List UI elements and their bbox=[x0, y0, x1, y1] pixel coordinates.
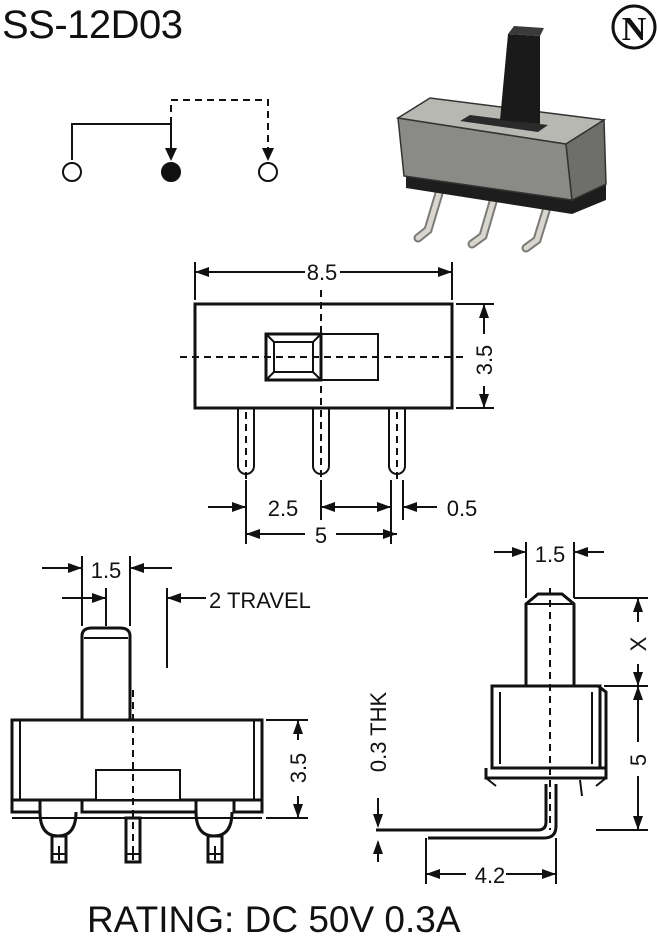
dim-leg-line bbox=[425, 838, 557, 884]
terminal-common bbox=[161, 162, 181, 182]
end-body-outline bbox=[490, 684, 602, 770]
front-pin-middle bbox=[312, 408, 330, 475]
dim-thickness-label: 0.3 THK bbox=[366, 692, 391, 773]
dim-side-actuator-line bbox=[42, 556, 172, 626]
end-bent-leg bbox=[376, 784, 548, 832]
front-view: 8.5 3.5 2.5 0.5 5 bbox=[180, 260, 497, 548]
side-actuator bbox=[80, 626, 132, 720]
dim-end-height-label: 5 bbox=[626, 754, 651, 766]
dim-travel-label: 2 TRAVEL bbox=[209, 588, 311, 613]
dim-span-label: 5 bbox=[315, 523, 327, 548]
dim-height-line bbox=[456, 303, 494, 409]
dim-height-label: 3.5 bbox=[472, 345, 497, 376]
dim-x-line bbox=[574, 597, 648, 687]
dim-side-height-label: 3.5 bbox=[286, 753, 311, 784]
switch-schematic bbox=[62, 99, 278, 182]
rating-text: RATING: DC 50V 0.3A bbox=[87, 899, 461, 938]
part-number-title: SS-12D03 bbox=[2, 3, 183, 47]
dim-pin-extension-lines bbox=[245, 480, 404, 544]
dim-leg-label: 4.2 bbox=[475, 863, 506, 888]
schematic-arrow-common bbox=[165, 148, 177, 161]
logo-letter: N bbox=[622, 11, 647, 48]
dim-pin-width-label: 0.5 bbox=[447, 496, 478, 521]
n-logo: N bbox=[611, 4, 657, 50]
schematic-open-path bbox=[170, 99, 269, 148]
terminal-left bbox=[62, 162, 82, 182]
schematic-arrow-right bbox=[262, 148, 274, 161]
dim-side-height-line bbox=[266, 719, 308, 819]
dim-end-actuator-line bbox=[494, 542, 604, 598]
dim-end-actuator-label: 1.5 bbox=[535, 542, 566, 567]
dim-width-label: 8.5 bbox=[307, 260, 338, 285]
dim-side-actuator-label: 1.5 bbox=[91, 558, 122, 583]
schematic-closed-path bbox=[71, 123, 172, 160]
side-inner-block bbox=[95, 769, 181, 801]
terminal-right bbox=[258, 162, 278, 182]
end-view: 1.5 X 5 0.3 THK 4.2 bbox=[366, 542, 651, 888]
dim-travel-line bbox=[62, 588, 206, 668]
dim-pitch-label: 2.5 bbox=[268, 496, 299, 521]
dim-x-label: X bbox=[626, 636, 651, 651]
side-view: 1.5 2 TRAVEL 3.5 bbox=[10, 556, 311, 864]
dim-width-line bbox=[194, 262, 453, 300]
product-photo bbox=[395, 26, 607, 253]
